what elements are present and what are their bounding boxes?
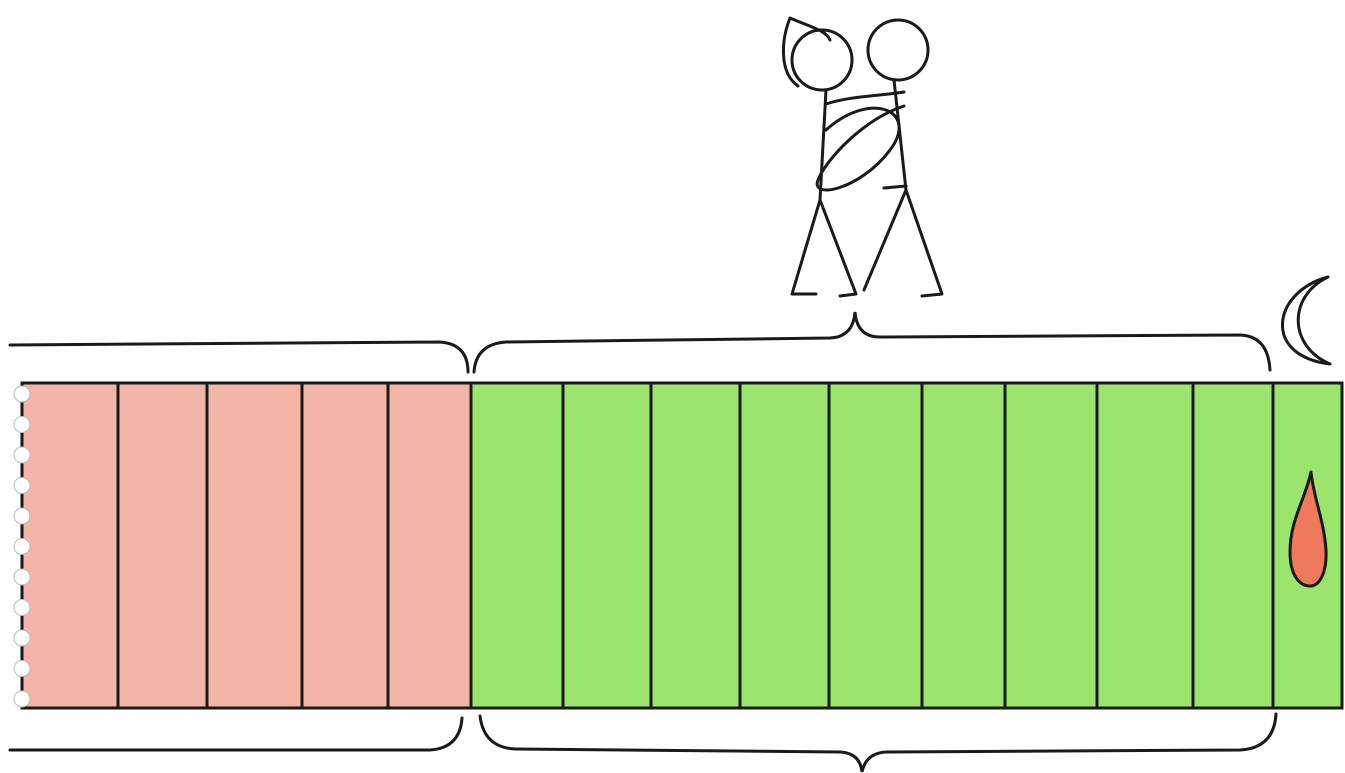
pink-day-cell-3	[207, 383, 302, 708]
pink-day-cell-5	[388, 383, 471, 708]
green-day-cell-12	[1005, 383, 1097, 708]
left-figure-leg-right	[820, 200, 856, 296]
embracing-couple-icon	[783, 18, 942, 296]
binding-hole	[14, 691, 30, 707]
green-day-cell-13	[1097, 383, 1193, 708]
binding-hole	[14, 417, 30, 433]
binding-hole	[14, 508, 30, 524]
right-figure-leg-left	[864, 190, 906, 290]
binding-hole	[14, 569, 30, 585]
crescent-moon-icon	[1282, 277, 1330, 364]
bottom-brace-green	[480, 714, 1276, 772]
green-day-cell-14	[1193, 383, 1273, 708]
right-figure-head	[868, 20, 928, 80]
binding-hole	[14, 478, 30, 494]
green-day-cell-8	[651, 383, 740, 708]
calendar-strip	[22, 383, 1342, 708]
left-figure-leg-left	[792, 200, 820, 294]
pink-day-cell-1	[22, 383, 118, 708]
right-figure-hand	[884, 186, 906, 188]
green-day-cell-10	[829, 383, 922, 708]
left-figure-hair	[783, 18, 830, 86]
binding-hole	[14, 600, 30, 616]
shoulder-line	[826, 92, 904, 104]
binding-hole	[14, 447, 30, 463]
right-figure-body	[894, 80, 906, 190]
top-brace-pink	[10, 342, 468, 372]
binding-hole	[14, 386, 30, 402]
binding-hole	[14, 539, 30, 555]
binding-hole	[14, 661, 30, 677]
bottom-brace-pink	[10, 718, 462, 750]
left-figure-body	[820, 90, 826, 200]
green-day-cell-9	[740, 383, 829, 708]
green-day-cell-7	[563, 383, 651, 708]
green-day-cell-11	[922, 383, 1005, 708]
top-brace-green	[474, 312, 1270, 372]
binding-hole	[14, 630, 30, 646]
green-day-cell-6	[471, 383, 563, 708]
left-figure-head	[792, 30, 852, 90]
right-figure-leg-right	[906, 190, 942, 296]
pink-day-cell-4	[302, 383, 388, 708]
pink-day-cell-2	[118, 383, 207, 708]
embracing-arms	[817, 106, 904, 190]
